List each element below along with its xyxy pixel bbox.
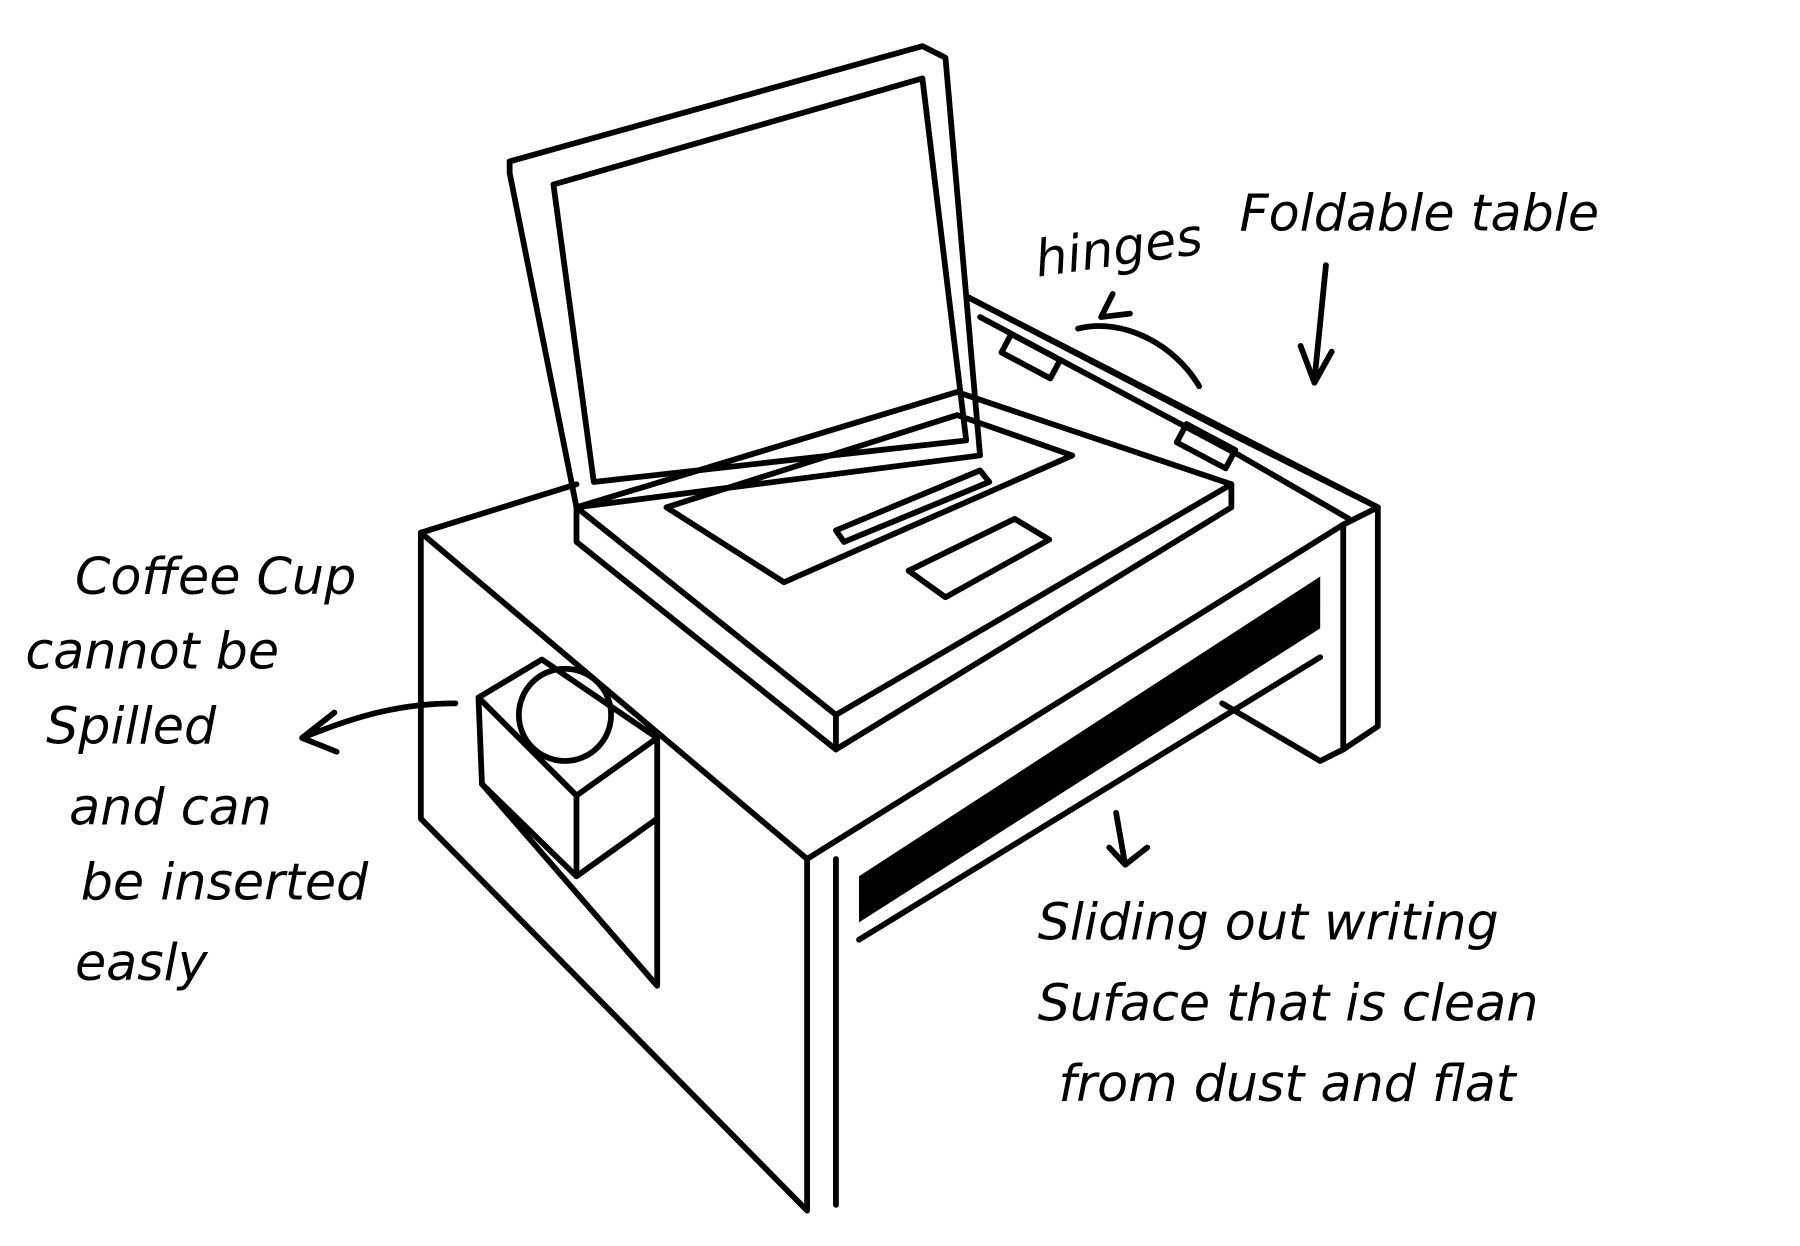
note-line: be inserted xyxy=(81,852,369,911)
laptop-screen xyxy=(550,75,970,485)
laptop-screen-frame xyxy=(506,43,983,511)
cup-holder-front xyxy=(475,694,580,880)
table-right-side xyxy=(1340,504,1381,753)
foldable-top-inner-edge xyxy=(977,314,1352,522)
hinge-1 xyxy=(998,331,1063,382)
note-line: from dust and flat xyxy=(1058,1054,1517,1113)
arrow-to-cup-holder xyxy=(299,700,459,755)
coffee-cup-note: Coffee Cup cannot be Spilled and can be … xyxy=(25,547,369,992)
hinge-2 xyxy=(1173,421,1239,472)
laptop-spacebar xyxy=(833,467,993,545)
note-line: cannot be xyxy=(25,622,279,681)
laptop-keyboard xyxy=(663,412,1076,586)
arrow-to-table xyxy=(1297,262,1335,386)
arrow-to-writing-surface xyxy=(1106,809,1151,868)
table-top-left-edge xyxy=(417,481,580,536)
table-left-leg xyxy=(417,529,810,1214)
cup-holder-bracket xyxy=(479,781,661,989)
cup-holder xyxy=(475,656,661,989)
table-right-leg xyxy=(1219,521,1347,764)
laptop xyxy=(506,43,1235,753)
table xyxy=(417,294,1381,1214)
note-line: Coffee Cup xyxy=(75,547,356,606)
writing-surface-note: Sliding out writing Suface that is clean… xyxy=(1038,893,1539,1113)
cup-holder-side xyxy=(573,735,661,880)
writing-surface-edge xyxy=(856,654,1324,943)
note-line: and can xyxy=(69,777,272,836)
note-line: easly xyxy=(75,933,209,992)
note-line: Suface that is clean xyxy=(1038,973,1539,1032)
laptop-base xyxy=(573,389,1235,718)
note-line: Spilled xyxy=(46,697,217,756)
coffee-cup xyxy=(515,665,614,764)
table-top-edges xyxy=(417,294,1381,862)
writing-surface-slot xyxy=(858,576,1321,923)
foldable-top-edge xyxy=(965,294,1381,511)
cup-holder-top xyxy=(475,656,661,799)
hinges-note: hinges xyxy=(1031,207,1206,289)
foldable-table-note: Foldable table xyxy=(1239,184,1599,243)
note-line: Sliding out writing xyxy=(1038,893,1499,952)
arrow-to-hinges xyxy=(1075,291,1203,390)
laptop-trackpad xyxy=(905,515,1053,601)
